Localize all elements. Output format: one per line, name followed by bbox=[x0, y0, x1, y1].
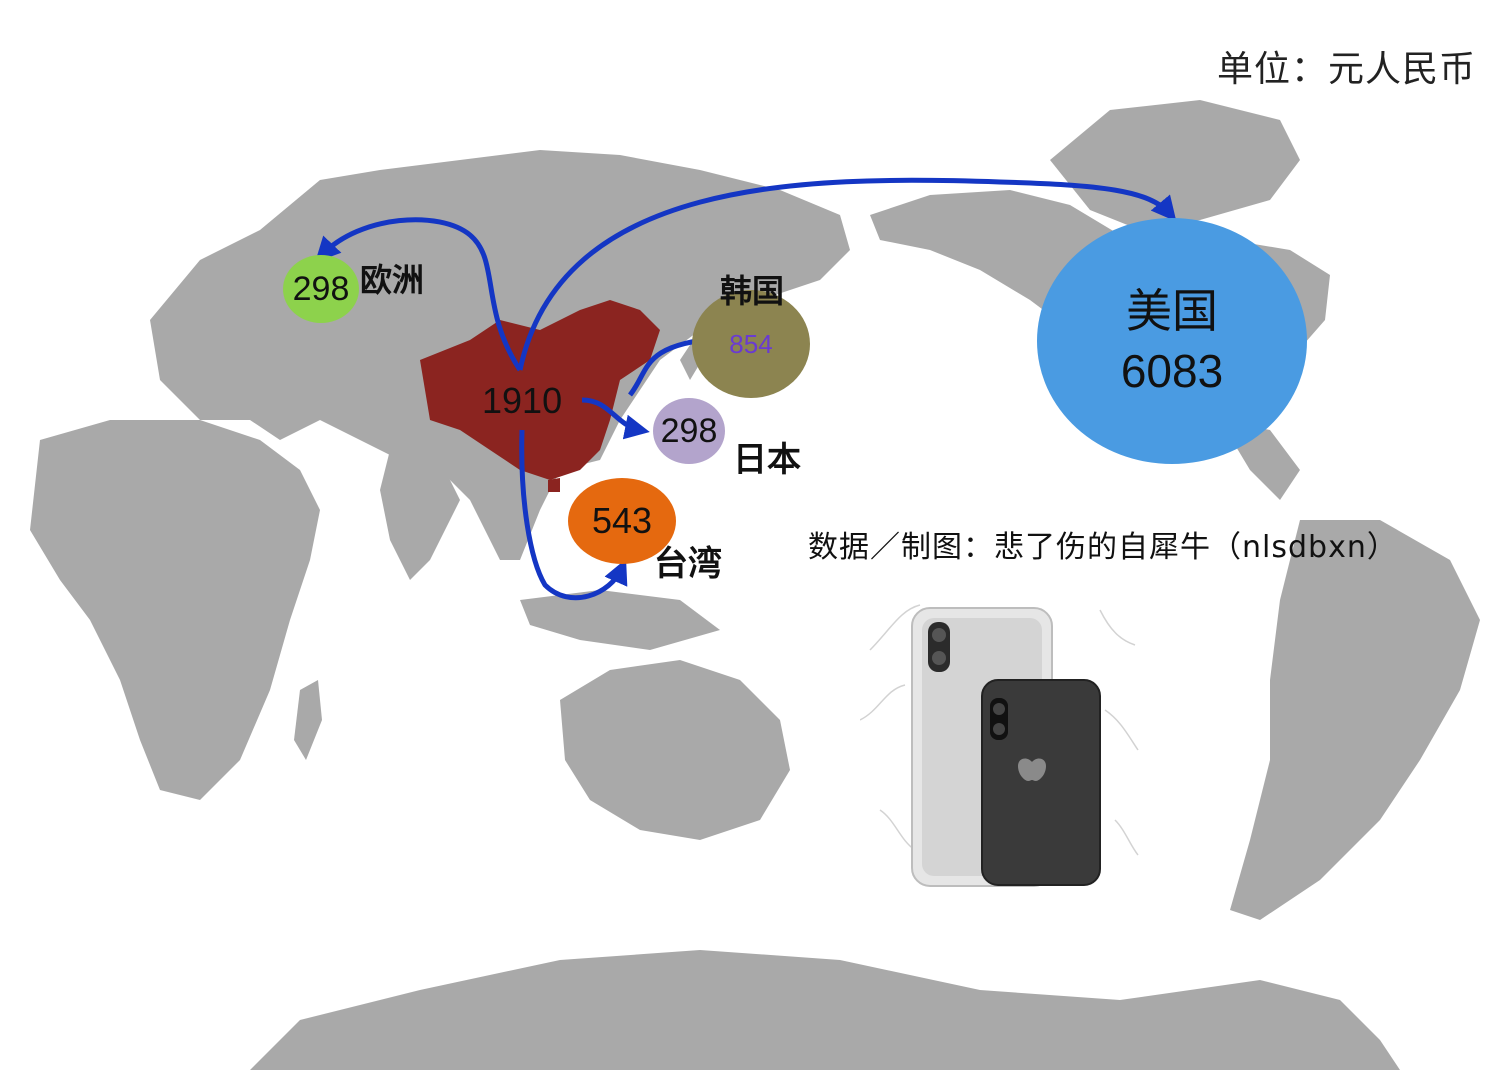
label-japan: 日本 bbox=[733, 440, 801, 480]
landmass-greenland bbox=[1050, 100, 1300, 230]
flow-arrow-taiwan bbox=[519, 429, 628, 601]
china-value: 1910 bbox=[482, 380, 563, 421]
bubble-taiwan: 543 bbox=[568, 478, 676, 564]
label-taiwan: 台湾 bbox=[654, 544, 722, 584]
bubble-korea-value: 854 bbox=[729, 329, 773, 359]
flow-arrow-japan bbox=[581, 397, 650, 440]
landmass-africa bbox=[30, 420, 320, 800]
bubble-usa: 美国 6083 bbox=[1037, 218, 1307, 464]
bubble-europe: 298 bbox=[283, 255, 359, 323]
bubble-usa-name: 美国 bbox=[1126, 284, 1218, 338]
unit-label: 单位：元人民币 bbox=[1216, 49, 1476, 90]
bubble-europe-value: 298 bbox=[292, 270, 350, 308]
label-europe: 欧洲 bbox=[360, 261, 425, 299]
landmass-south-america bbox=[1230, 520, 1480, 920]
china-region bbox=[420, 300, 660, 480]
landmass-antarctica bbox=[250, 950, 1400, 1070]
bubble-japan: 298 bbox=[653, 398, 725, 464]
landmass-madagascar bbox=[294, 680, 322, 760]
credit-label: 数据／制图：悲了伤的自犀牛（nlsdbxn） bbox=[808, 530, 1398, 565]
bubble-korea: 854 bbox=[692, 290, 810, 398]
bubble-taiwan-value: 543 bbox=[591, 500, 653, 541]
landmass-india bbox=[380, 450, 460, 580]
hainan-island bbox=[548, 478, 560, 492]
label-korea: 韩国 bbox=[720, 272, 785, 310]
bubble-usa-value: 6083 bbox=[1120, 345, 1224, 397]
flow-arrow-usa bbox=[517, 177, 1177, 371]
bubble-japan-value: 298 bbox=[660, 412, 718, 450]
iphone-image bbox=[859, 590, 1140, 890]
landmass-southeast-asia bbox=[520, 590, 720, 650]
flow-arrow-europe bbox=[315, 217, 523, 372]
landmass-australia bbox=[560, 660, 790, 840]
